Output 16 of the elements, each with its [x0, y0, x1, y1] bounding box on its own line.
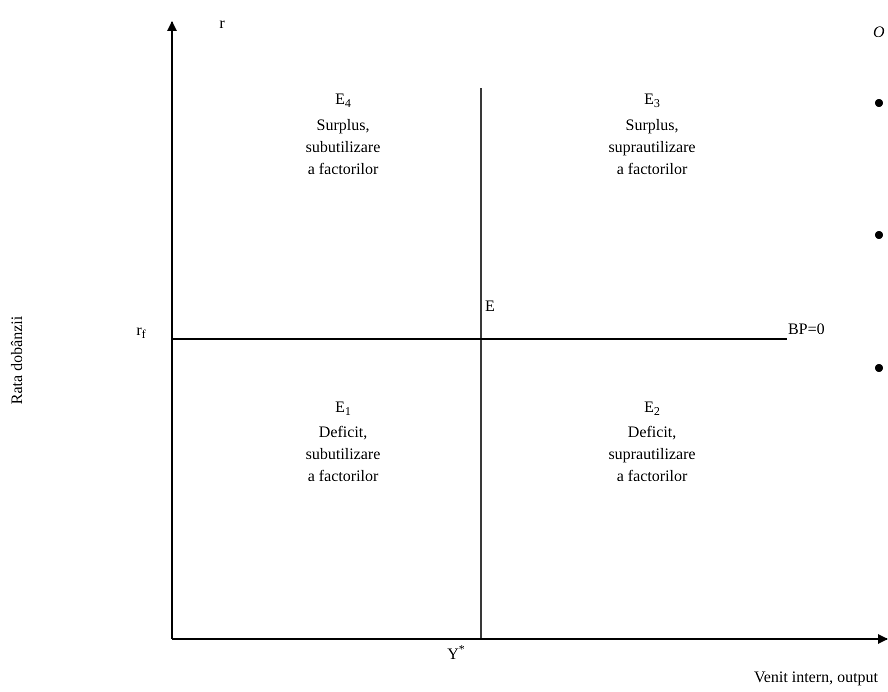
axis-label: r — [219, 14, 225, 34]
point-label: E — [485, 297, 495, 317]
region-label: E$_{2}$ — [644, 398, 660, 419]
region-description: Surplus, subutilizare a factorilor — [304, 116, 382, 180]
region-description: Surplus, suprautilizare a factorilor — [607, 116, 697, 180]
heading-fragment: O — [873, 23, 885, 43]
tick-label: Y$^{*}$ — [447, 644, 465, 665]
region-description: Deficit, suprautilizare a factorilor — [607, 423, 697, 487]
region-label: E$_{3}$ — [644, 90, 660, 111]
region-description: Deficit, subutilizare a factorilor — [304, 423, 382, 487]
line-label: BP=0 — [788, 320, 825, 340]
axis-title: Rata dobânzii — [8, 316, 27, 404]
region-label: E$_{1}$ — [335, 398, 351, 419]
region-label: E$_{4}$ — [335, 90, 351, 111]
tick-label: r$_{f}$ — [136, 321, 146, 342]
axis-title: Venit intern, output — [754, 668, 878, 688]
